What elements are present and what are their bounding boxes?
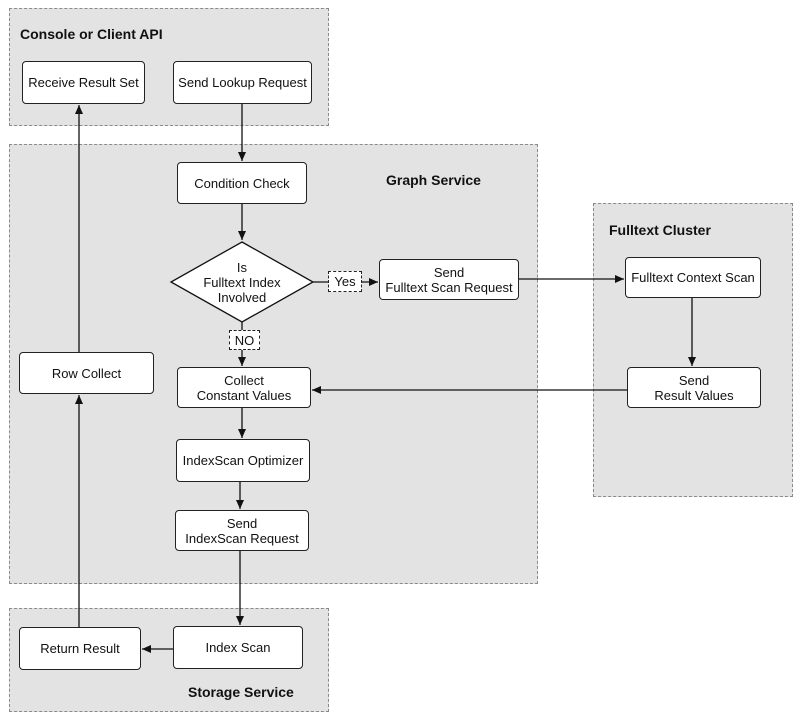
fulltext-cluster-group: [593, 203, 793, 497]
collect-constant-values-box: Collect Constant Values: [177, 367, 311, 408]
index-scan-box: Index Scan: [173, 626, 303, 669]
send-result-values-box: Send Result Values: [627, 367, 761, 408]
console-group-title: Console or Client API: [20, 26, 163, 42]
fulltext-context-scan-box: Fulltext Context Scan: [625, 257, 761, 298]
yes-edge-label: Yes: [328, 271, 362, 292]
row-collect-box: Row Collect: [19, 352, 154, 394]
send-indexscan-request-box: Send IndexScan Request: [175, 510, 309, 551]
fulltext-cluster-title: Fulltext Cluster: [609, 222, 711, 238]
decision-diamond: [169, 241, 315, 323]
indexscan-optimizer-box: IndexScan Optimizer: [176, 439, 310, 482]
receive-result-set-box: Receive Result Set: [22, 61, 145, 104]
send-lookup-request-box: Send Lookup Request: [173, 61, 312, 104]
condition-check-box: Condition Check: [177, 162, 307, 204]
decision-label: Is Fulltext Index Involved: [203, 259, 281, 305]
send-fulltext-scan-request-box: Send Fulltext Scan Request: [379, 259, 519, 300]
no-edge-label: NO: [229, 330, 260, 350]
storage-service-title: Storage Service: [188, 684, 294, 700]
return-result-box: Return Result: [19, 627, 141, 670]
graph-service-title: Graph Service: [386, 172, 481, 188]
